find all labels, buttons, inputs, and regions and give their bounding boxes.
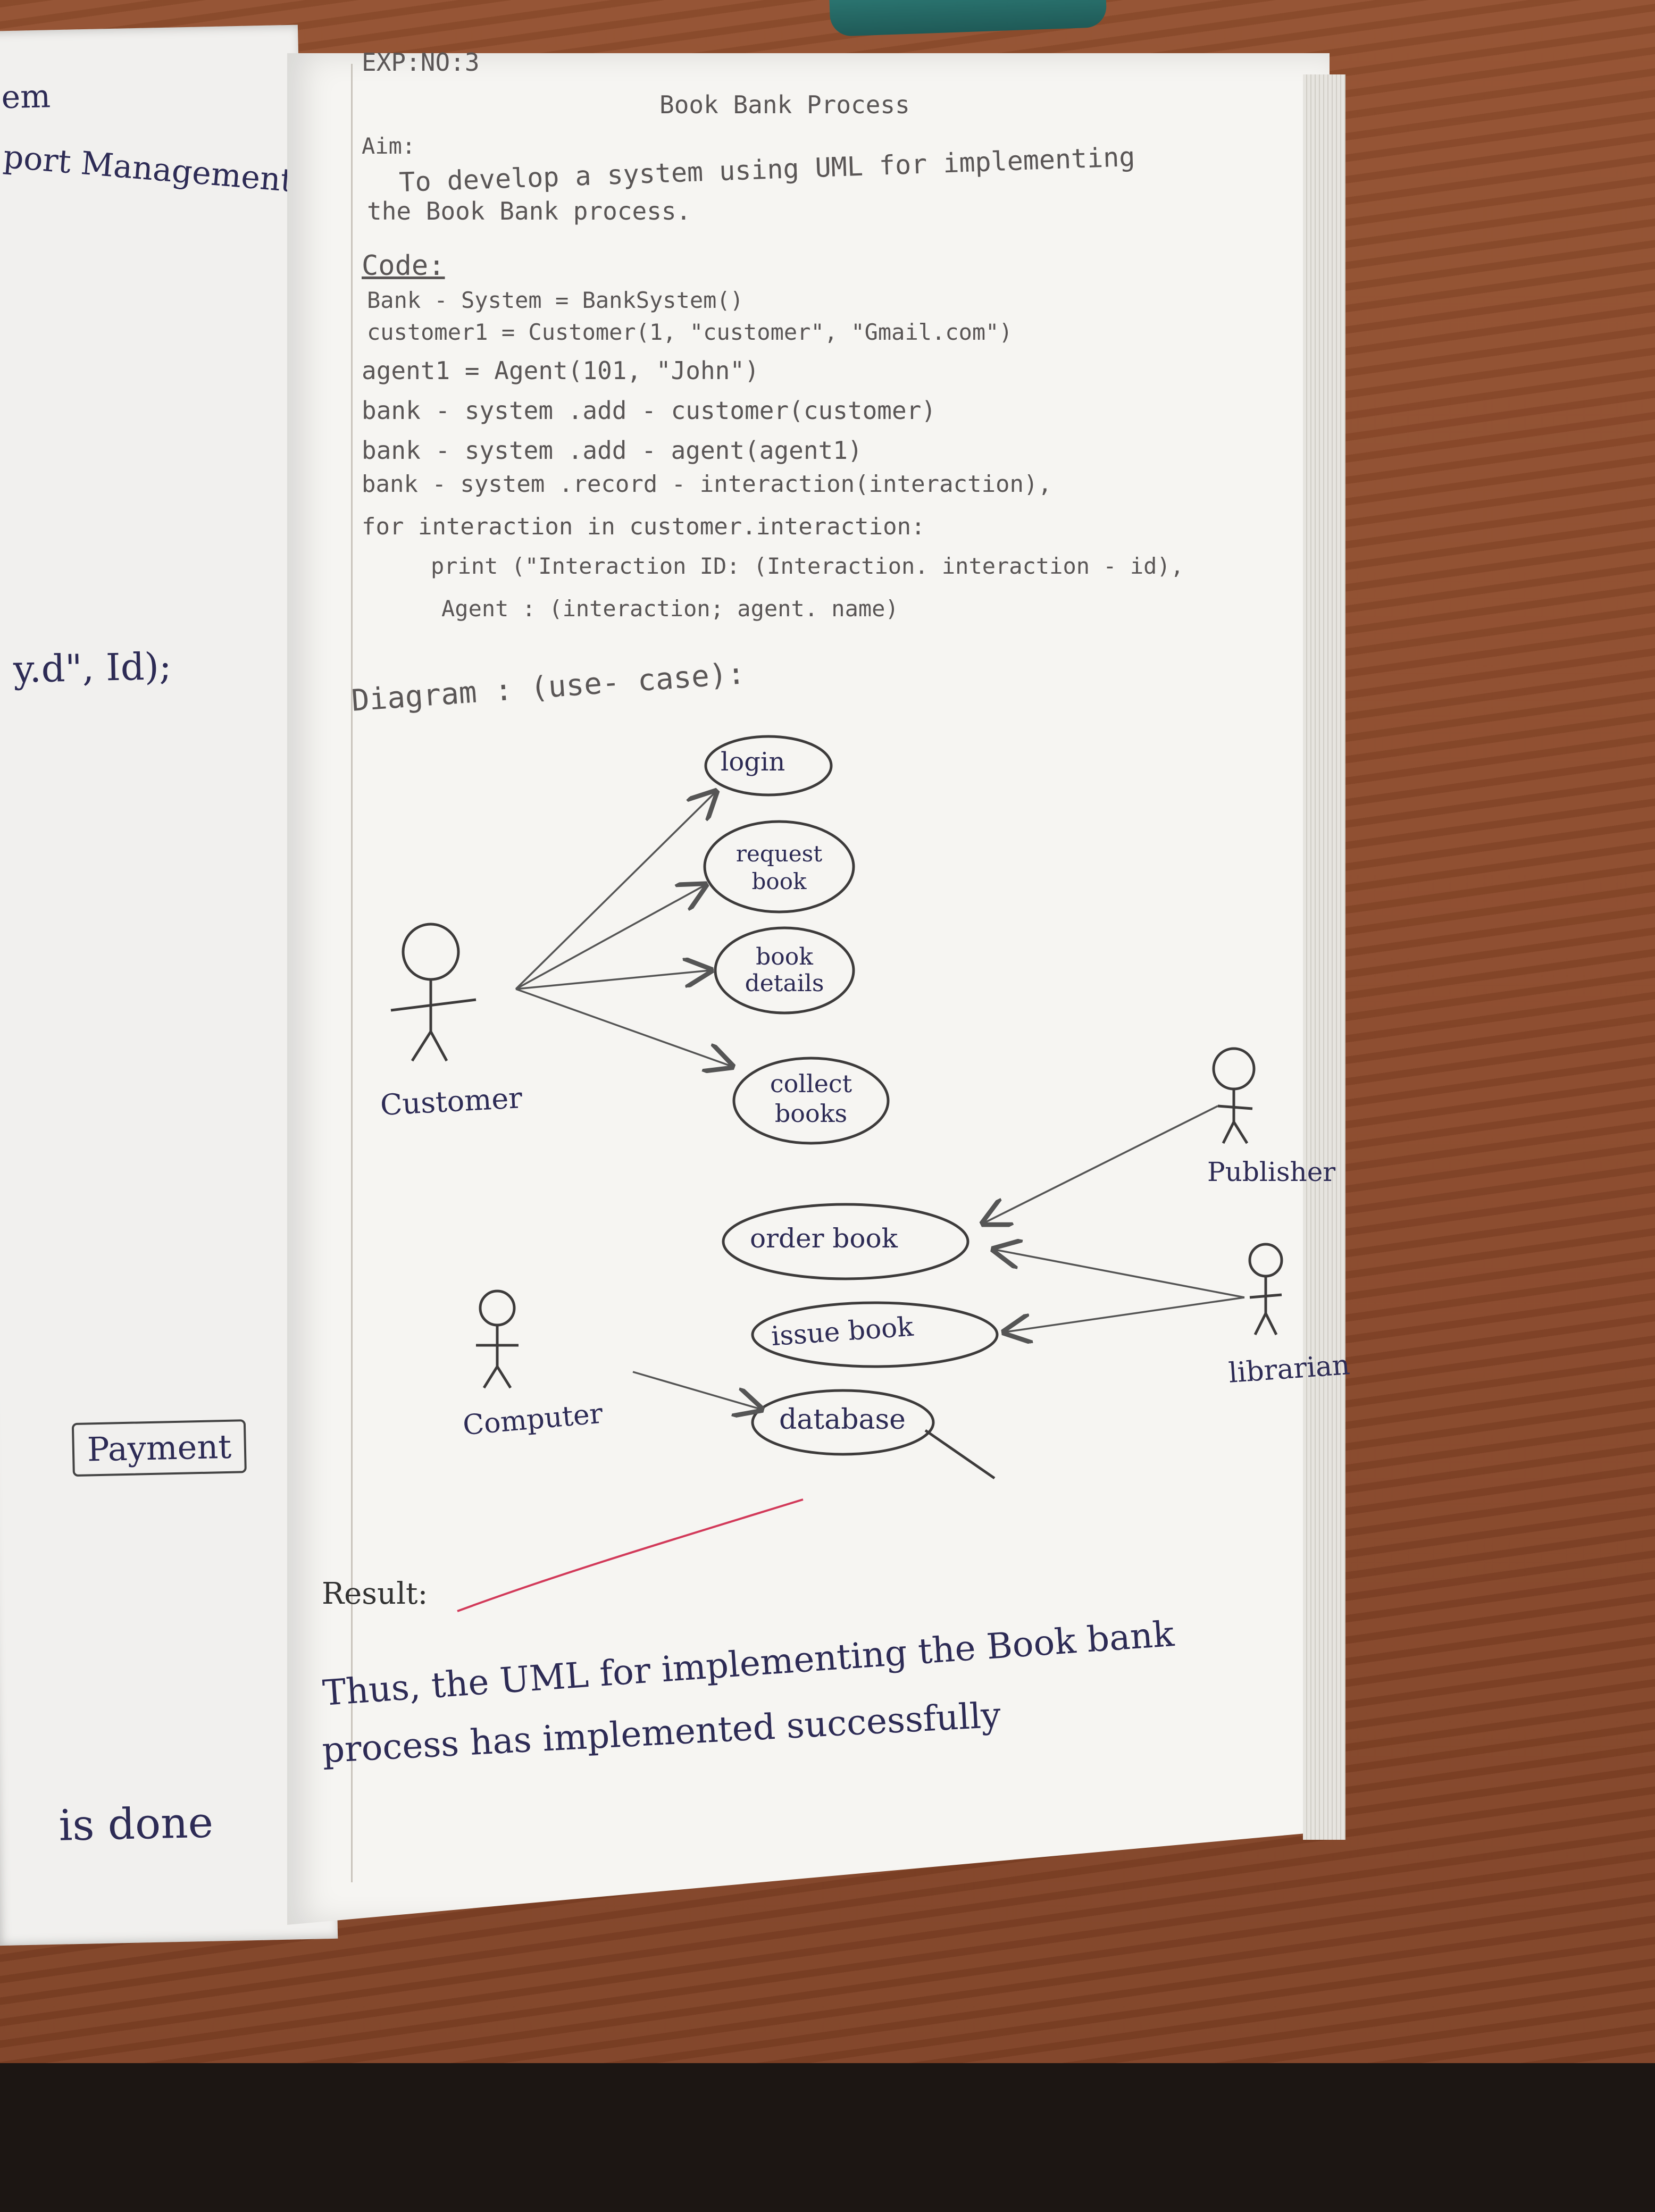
- collect-books-usecase-label: collect books: [770, 1069, 852, 1128]
- margin-line: [351, 64, 353, 1882]
- code-line: agent1 = Agent(101, "John"): [362, 356, 759, 385]
- page-title: Book Bank Process: [659, 90, 910, 119]
- customer-collect-arrow: [515, 988, 731, 1066]
- code-line: bank - system .add - agent(agent1): [362, 436, 863, 465]
- librarian-actor-icon: [1248, 1243, 1283, 1336]
- code-line: for interaction in customer.interaction:: [362, 513, 925, 540]
- customer-actor-icon: [390, 923, 477, 1062]
- customer-request-arrow: [515, 885, 705, 990]
- aim-line-2: the Book Bank process.: [367, 197, 691, 225]
- code-line: bank - system .add - customer(customer): [362, 396, 937, 425]
- order-book-usecase-ellipse: [722, 1203, 969, 1280]
- publisher-actor-label: Publisher: [1207, 1157, 1336, 1187]
- publisher-order-arrow: [984, 1105, 1218, 1223]
- issue-book-usecase-ellipse: [751, 1301, 999, 1368]
- code-line: bank - system .record - interaction(inte…: [362, 471, 1052, 498]
- collect-books-usecase-ellipse: [732, 1057, 890, 1145]
- order-book-usecase-label: order book: [750, 1223, 898, 1254]
- result-label: Result:: [322, 1577, 428, 1611]
- exp-number: EXP:NO:3: [362, 48, 480, 77]
- computer-actor-icon: [476, 1289, 519, 1389]
- librarian-order-arrow: [994, 1250, 1245, 1298]
- login-usecase-label: login: [721, 747, 785, 777]
- database-usecase-ellipse: [751, 1389, 935, 1456]
- request-book-usecase-ellipse: [703, 820, 855, 914]
- request-book-usecase-label: request book: [735, 841, 823, 894]
- publisher-actor-icon: [1212, 1047, 1256, 1144]
- red-pen-stroke: [457, 1498, 804, 1612]
- customer-login-arrow: [515, 792, 715, 990]
- customer-details-arrow: [515, 970, 710, 990]
- right-notebook-page: [287, 53, 1330, 1925]
- code-line: print ("Interaction ID: (Interaction. in…: [431, 553, 1184, 579]
- dark-foreground: [0, 2063, 1655, 2212]
- database-usecase-label: database: [779, 1404, 906, 1436]
- code-line: Bank - System = BankSystem(): [367, 287, 744, 313]
- code-line: customer1 = Customer(1, "customer", "Gma…: [367, 319, 1013, 345]
- code-label: Code:: [362, 250, 445, 282]
- computer-database-arrow: [632, 1371, 760, 1409]
- code-line: Agent : (interaction; agent. name): [441, 596, 899, 622]
- librarian-issue-arrow: [1005, 1296, 1245, 1332]
- book-details-usecase-label: book details: [745, 943, 824, 997]
- page-edges: [1303, 74, 1345, 1840]
- login-usecase-ellipse: [704, 735, 833, 797]
- aim-label: Aim:: [362, 133, 416, 159]
- book-details-usecase-ellipse: [714, 926, 855, 1015]
